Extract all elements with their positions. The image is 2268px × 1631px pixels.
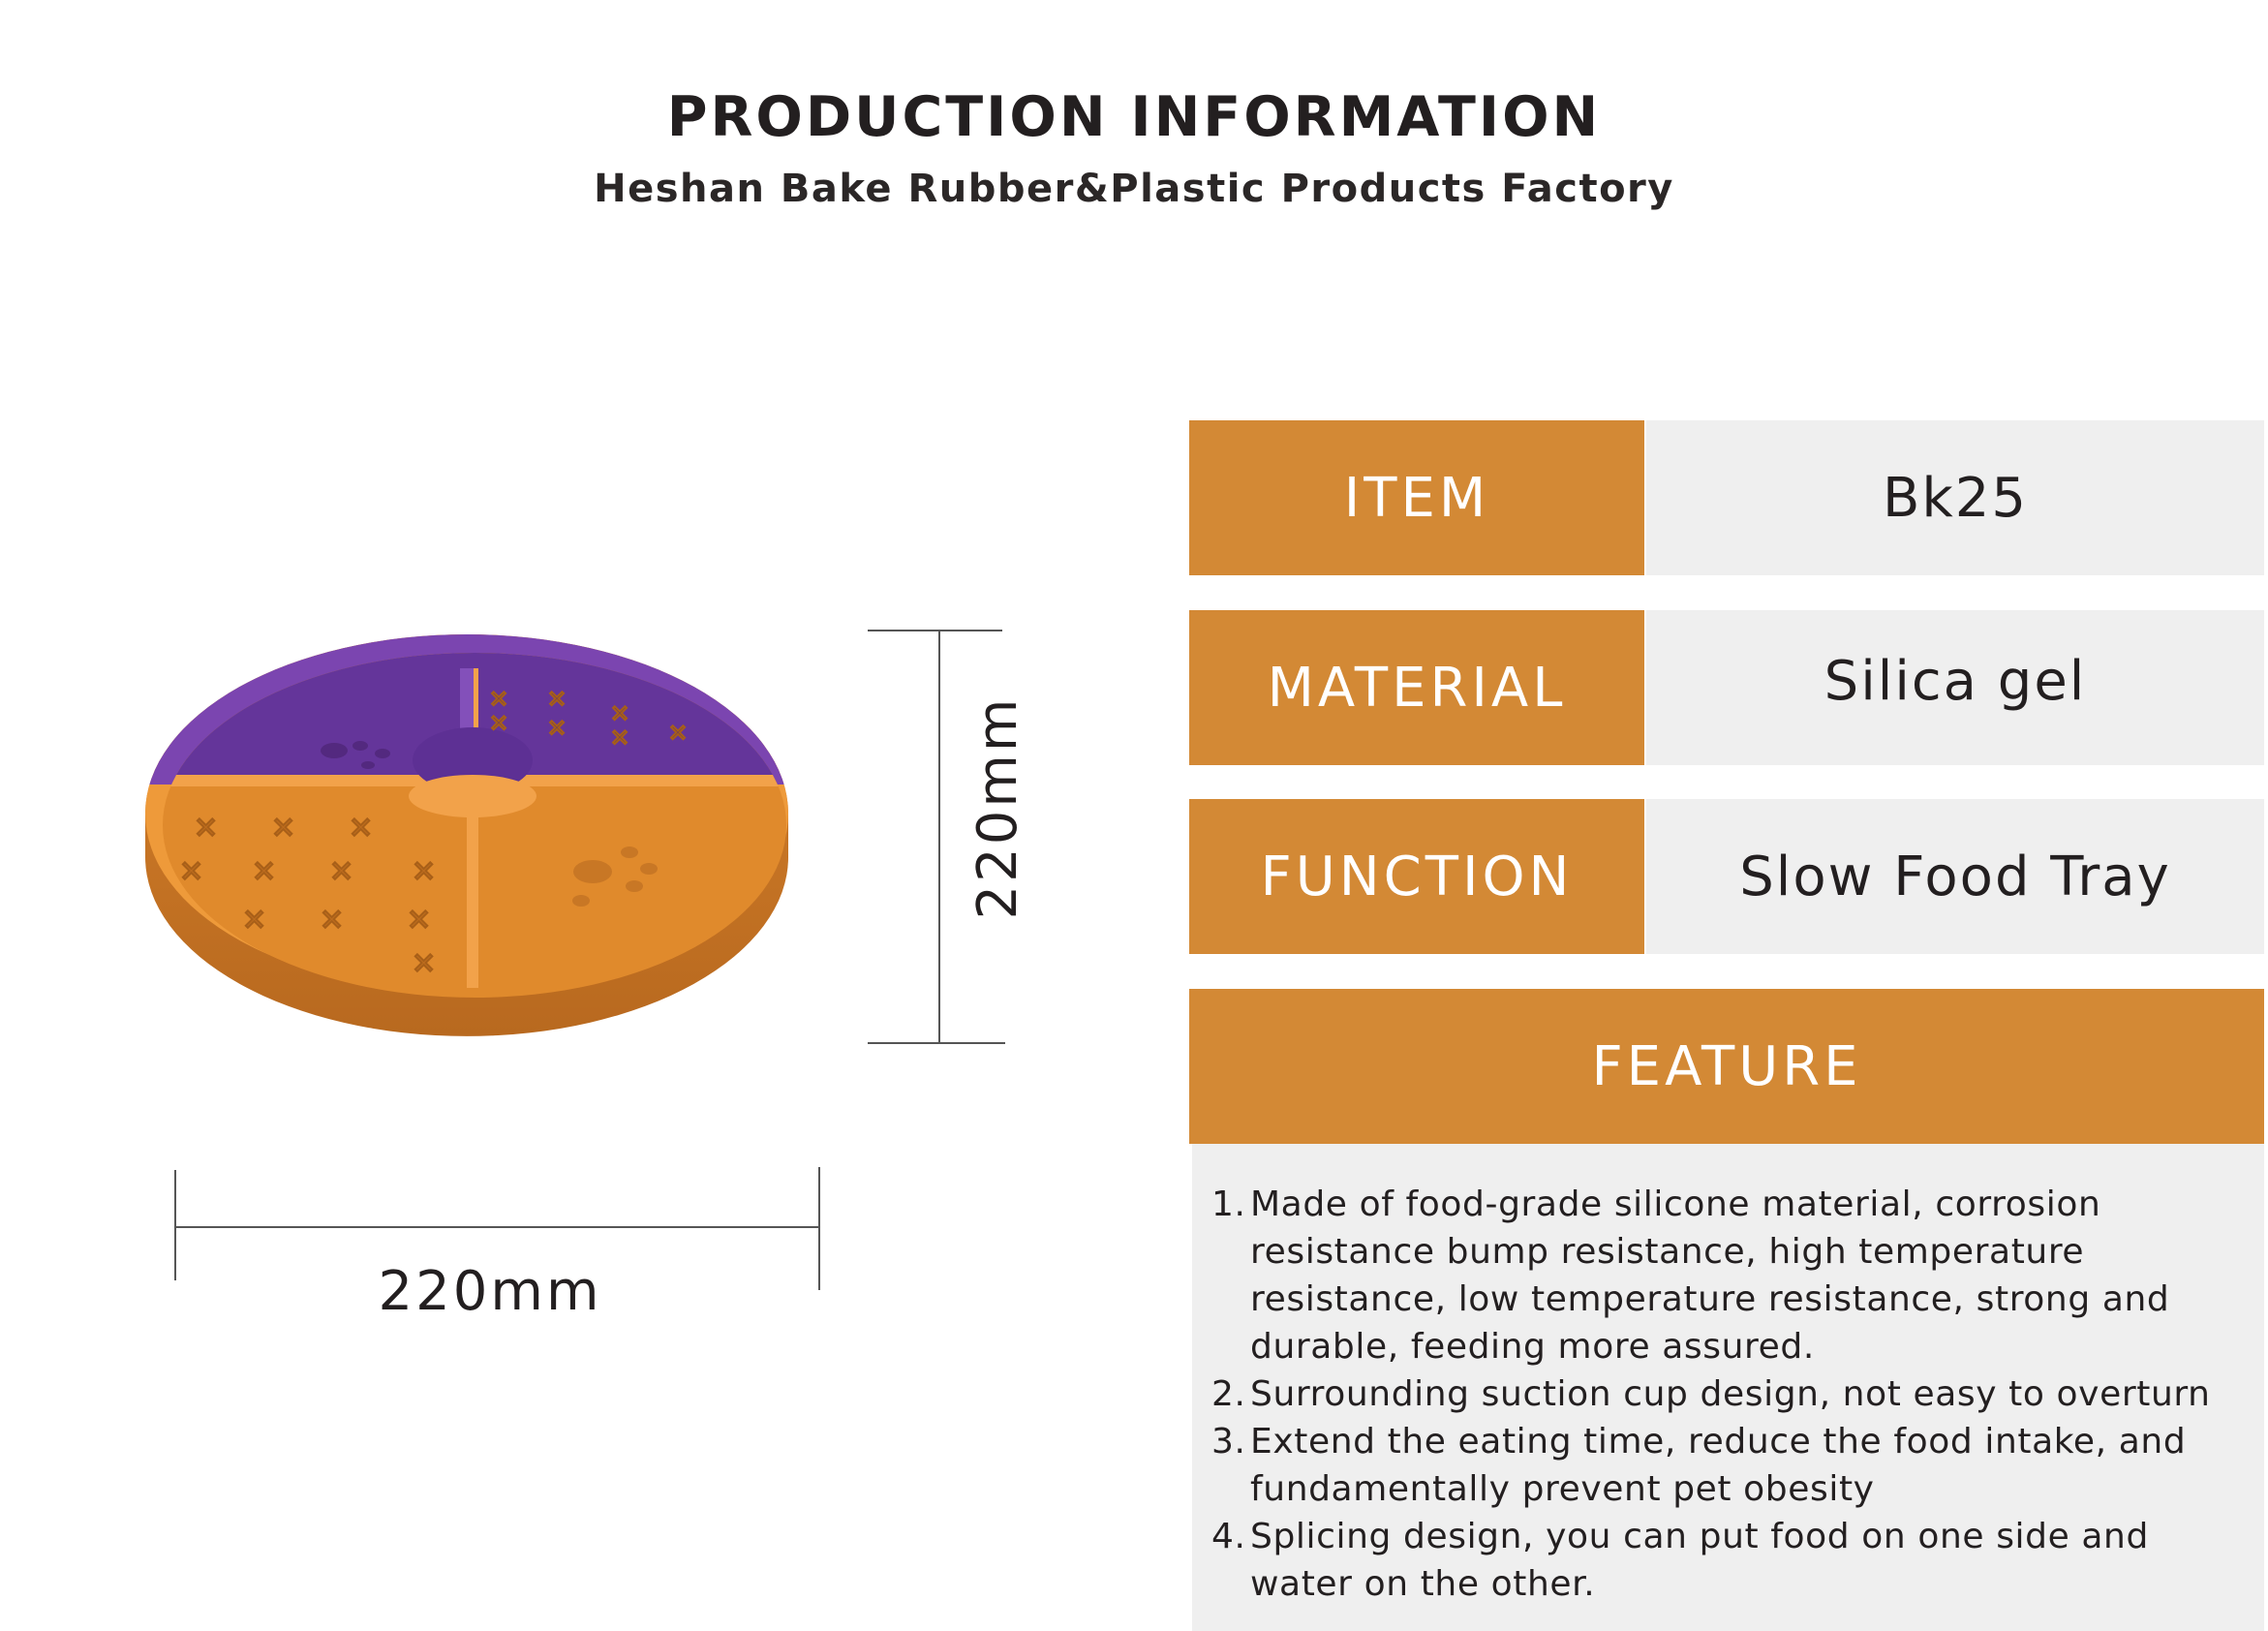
page-subtitle: Heshan Bake Rubber&Plastic Products Fact…	[594, 167, 1674, 211]
spec-value: Silica gel	[1646, 610, 2264, 765]
svg-text:✕: ✕	[412, 855, 436, 889]
paw-print	[572, 846, 658, 907]
spec-value: Bk25	[1646, 420, 2264, 575]
spec-label: MATERIAL	[1189, 610, 1644, 765]
feature-text: Surrounding suction cup design, not easy…	[1250, 1374, 2211, 1414]
svg-text:✕: ✕	[320, 904, 344, 938]
feature-number: 1.	[1211, 1185, 1246, 1224]
spec-row-item: ITEM Bk25	[1189, 420, 2264, 575]
spec-row-material: MATERIAL Silica gel	[1189, 610, 2264, 765]
height-label: 220mm	[966, 696, 1029, 920]
svg-text:✕: ✕	[547, 686, 567, 713]
svg-text:✕: ✕	[668, 720, 688, 747]
svg-text:✕: ✕	[610, 700, 629, 727]
svg-text:✕: ✕	[547, 715, 567, 742]
svg-text:✕: ✕	[252, 855, 276, 889]
feature-text: Made of food-grade silicone material, co…	[1250, 1185, 2170, 1367]
feature-heading: FEATURE	[1189, 989, 2264, 1144]
product-illustration: ✕✕✕ ✕✕✕✕ ✕✕✕ ✕ ✕✕ ✕✕ ✕✕ ✕ 220mm 220mm	[145, 630, 1029, 1323]
feature-panel: 1.Made of food-grade silicone material, …	[1192, 1144, 2264, 1631]
svg-text:✕: ✕	[489, 710, 508, 737]
svg-text:✕: ✕	[329, 855, 353, 889]
svg-text:✕: ✕	[242, 904, 266, 938]
svg-text:✕: ✕	[412, 947, 436, 981]
spec-label: ITEM	[1189, 420, 1644, 575]
feature-text: Extend the eating time, reduce the food …	[1250, 1422, 2187, 1509]
paw-print-purple	[321, 741, 390, 769]
x-bumps: ✕✕✕ ✕✕✕✕ ✕✕✕ ✕ ✕✕ ✕✕ ✕✕ ✕	[178, 685, 689, 982]
spec-row-function: FUNCTION Slow Food Tray	[1189, 799, 2264, 954]
page-title: PRODUCTION INFORMATION	[666, 85, 1602, 149]
svg-text:✕: ✕	[179, 855, 203, 889]
feature-number: 2.	[1211, 1374, 1246, 1414]
svg-text:✕: ✕	[610, 724, 629, 752]
feature-number: 4.	[1211, 1517, 1246, 1556]
feature-item: 3.Extend the eating time, reduce the foo…	[1192, 1418, 2264, 1513]
feature-text: Splicing design, you can put food on one…	[1250, 1517, 2149, 1604]
feature-item: 4.Splicing design, you can put food on o…	[1192, 1513, 2264, 1608]
svg-text:✕: ✕	[407, 904, 431, 938]
spec-value: Slow Food Tray	[1646, 799, 2264, 954]
svg-text:✕: ✕	[271, 812, 295, 846]
feature-number: 3.	[1211, 1422, 1246, 1462]
spec-label: FUNCTION	[1189, 799, 1644, 954]
feature-item: 2.Surrounding suction cup design, not ea…	[1192, 1370, 2264, 1418]
width-label: 220mm	[379, 1260, 602, 1323]
svg-text:✕: ✕	[489, 686, 508, 713]
svg-text:✕: ✕	[194, 812, 218, 846]
feature-item: 1.Made of food-grade silicone material, …	[1192, 1181, 2264, 1370]
center-hub	[413, 727, 533, 793]
svg-text:✕: ✕	[349, 812, 373, 846]
feature-list: 1.Made of food-grade silicone material, …	[1192, 1144, 2264, 1608]
